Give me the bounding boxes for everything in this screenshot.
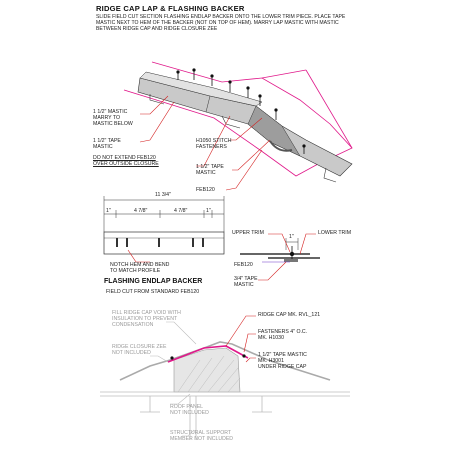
label-tape-mastic: 1 1/2" TAPE MASTIC xyxy=(93,138,121,151)
label-notch-hem: NOTCH HEM AND BEND TO MATCH PROFILE xyxy=(110,262,170,275)
label-upper-trim: UPPER TRIM xyxy=(232,230,264,236)
backer-overall-dimension: 11 3/4" xyxy=(155,192,171,198)
iso-ridge-cap xyxy=(137,71,353,183)
label-lower-trim: LOWER TRIM xyxy=(318,230,352,236)
instruction-text: SLIDE FIELD CUT SECTION FLASHING ENDLAP … xyxy=(96,14,346,33)
ridge-section xyxy=(100,341,350,440)
label-stitch-fasteners: H1050 STITCH FASTENERS xyxy=(196,138,232,151)
label-feb120: FEB120 xyxy=(196,187,215,193)
label-fasteners: FASTENERS 4" O.C. MK. H1030 xyxy=(258,329,308,342)
backer-dimensions xyxy=(103,196,225,232)
label-do-not-extend: DO NOT EXTEND FEB120 OVER OUTSIDE CLOSUR… xyxy=(93,155,159,168)
label-roof-panel: ROOF PANEL NOT INCLUDED xyxy=(170,404,209,417)
backer-dim-3: 4 7/8" xyxy=(174,208,188,214)
backer-subtitle: FLASHING ENDLAP BACKER xyxy=(104,278,203,285)
page-title: RIDGE CAP LAP & FLASHING BACKER xyxy=(96,4,245,13)
label-ridge-cap: RIDGE CAP MK. RVL_121 xyxy=(258,312,321,318)
label-closure-note: RIDGE CLOSURE ZEE NOT INCLUDED xyxy=(112,344,167,357)
backer-dim-4: 1" xyxy=(206,208,211,214)
iso-leaders xyxy=(139,95,271,191)
label-detail-tape: 3/4" TAPE MASTIC xyxy=(234,276,258,289)
backer-dim-2: 4 7/8" xyxy=(134,208,148,214)
label-detail-feb120: FEB120 xyxy=(234,262,253,268)
backer-dim-1: 1" xyxy=(106,208,111,214)
label-tape-under: 1 1/2" TAPE MASTIC MK. H3001 UNDER RIDGE… xyxy=(258,352,307,371)
backer-subnote: FIELD CUT FROM STANDARD FEB120 xyxy=(106,289,200,295)
backer-plate xyxy=(103,231,225,255)
trim-detail xyxy=(240,233,320,281)
label-mastic-marry: 1 1/2" MASTIC MARRY TO MASTIC BELOW xyxy=(93,109,133,128)
label-detail-dim: 1" xyxy=(289,234,294,240)
label-fill-note: FILL RIDGE CAP VOID WITH INSULATION TO P… xyxy=(112,310,181,329)
label-tape-mastic-right: 1 1/2" TAPE MASTIC xyxy=(196,164,224,177)
notch-leader xyxy=(127,249,150,263)
stitch-fasteners xyxy=(176,68,306,154)
section-leaders xyxy=(150,315,256,437)
label-support: STRUCTURAL SUPPORT MEMBER NOT INCLUDED xyxy=(170,430,234,443)
